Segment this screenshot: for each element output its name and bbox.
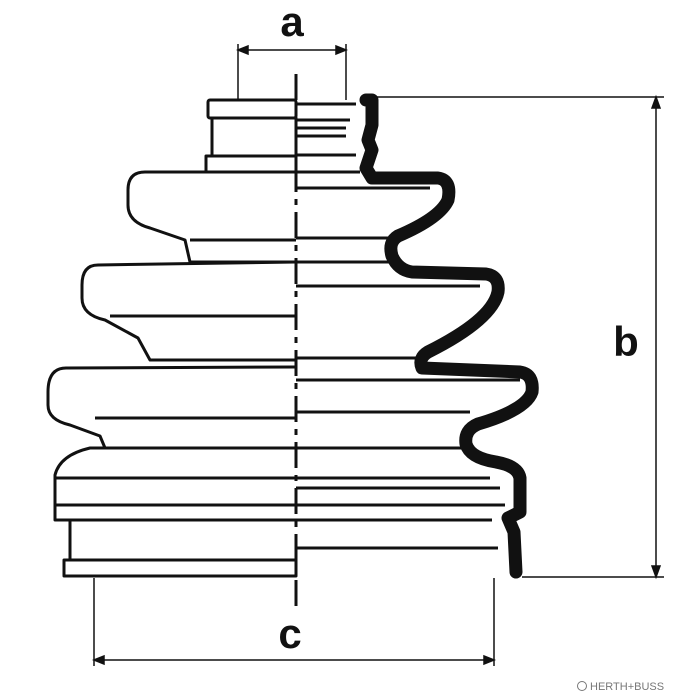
boot-lower-body xyxy=(53,446,296,522)
boot-base xyxy=(68,520,296,562)
fold-1 xyxy=(126,170,296,264)
dimension-a-label: a xyxy=(280,0,304,45)
brand-logo-icon xyxy=(577,681,587,691)
boot-wall-profile xyxy=(359,93,539,579)
fold-3 xyxy=(46,365,297,450)
dimension-a xyxy=(235,44,349,100)
dimension-b-label: b xyxy=(613,318,639,365)
boot-left-outline xyxy=(46,98,298,578)
collar-top-ring xyxy=(206,98,298,120)
base-flange xyxy=(62,558,298,578)
collar-base xyxy=(204,154,298,174)
fold-2 xyxy=(80,260,297,362)
brand-logo-text: HERTH+BUSS xyxy=(590,681,664,693)
boot-right-section xyxy=(296,102,520,550)
dimension-c-label: c xyxy=(278,610,301,657)
dimension-b xyxy=(372,94,664,580)
dimension-c xyxy=(91,578,497,666)
collar-groove xyxy=(210,116,298,158)
brand-logo: HERTH+BUSS xyxy=(577,681,664,693)
